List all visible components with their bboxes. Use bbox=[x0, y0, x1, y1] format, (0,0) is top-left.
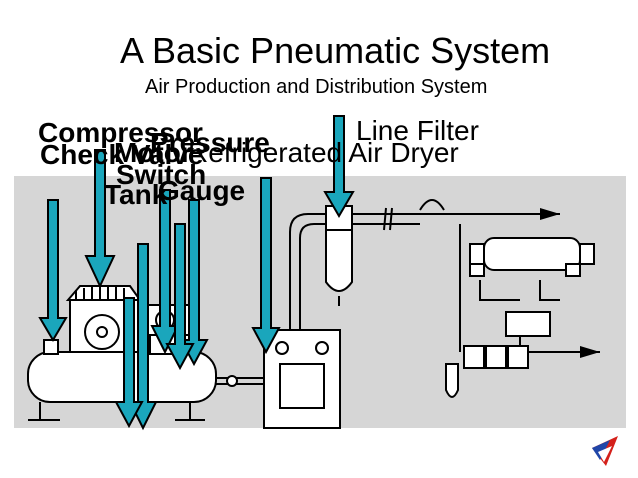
line-filter-unit bbox=[325, 205, 353, 306]
arrow-compressor bbox=[84, 149, 116, 289]
page-title: A Basic Pneumatic System bbox=[120, 30, 551, 71]
red-blue-fan-logo bbox=[592, 436, 618, 466]
piping bbox=[216, 199, 600, 387]
arrow-motor bbox=[165, 223, 195, 371]
page-subtitle: Air Production and Distribution System bbox=[145, 76, 488, 98]
label-line-filter: Line Filter bbox=[356, 115, 479, 146]
label-pressure: Pressure bbox=[150, 127, 270, 158]
label-refrigerated-air-dryer: Refrigerated Air Dryer bbox=[188, 137, 459, 168]
arrow-line-filter bbox=[323, 115, 355, 218]
air-dryer bbox=[263, 329, 341, 429]
coalescing-filter bbox=[469, 237, 595, 277]
label-switch: Switch bbox=[116, 159, 207, 190]
label-tank: Tank bbox=[104, 179, 168, 210]
arrow-tank-2 bbox=[114, 297, 144, 429]
label-motor: Motor bbox=[114, 137, 192, 168]
flow-arrow-top bbox=[540, 208, 560, 220]
label-compressor: Compressor bbox=[38, 117, 203, 148]
arrow-gauge bbox=[179, 199, 209, 367]
arrow-dryer bbox=[251, 177, 281, 355]
label-gauge: Gauge bbox=[158, 175, 246, 206]
flow-arrow-bottom bbox=[580, 346, 600, 358]
label-check-valve: Check Valve bbox=[40, 139, 204, 170]
arrow-pressure-switch bbox=[150, 189, 180, 355]
arrow-check-valve bbox=[38, 199, 68, 342]
callout-arrows bbox=[38, 115, 355, 431]
frl-unit bbox=[445, 311, 551, 398]
